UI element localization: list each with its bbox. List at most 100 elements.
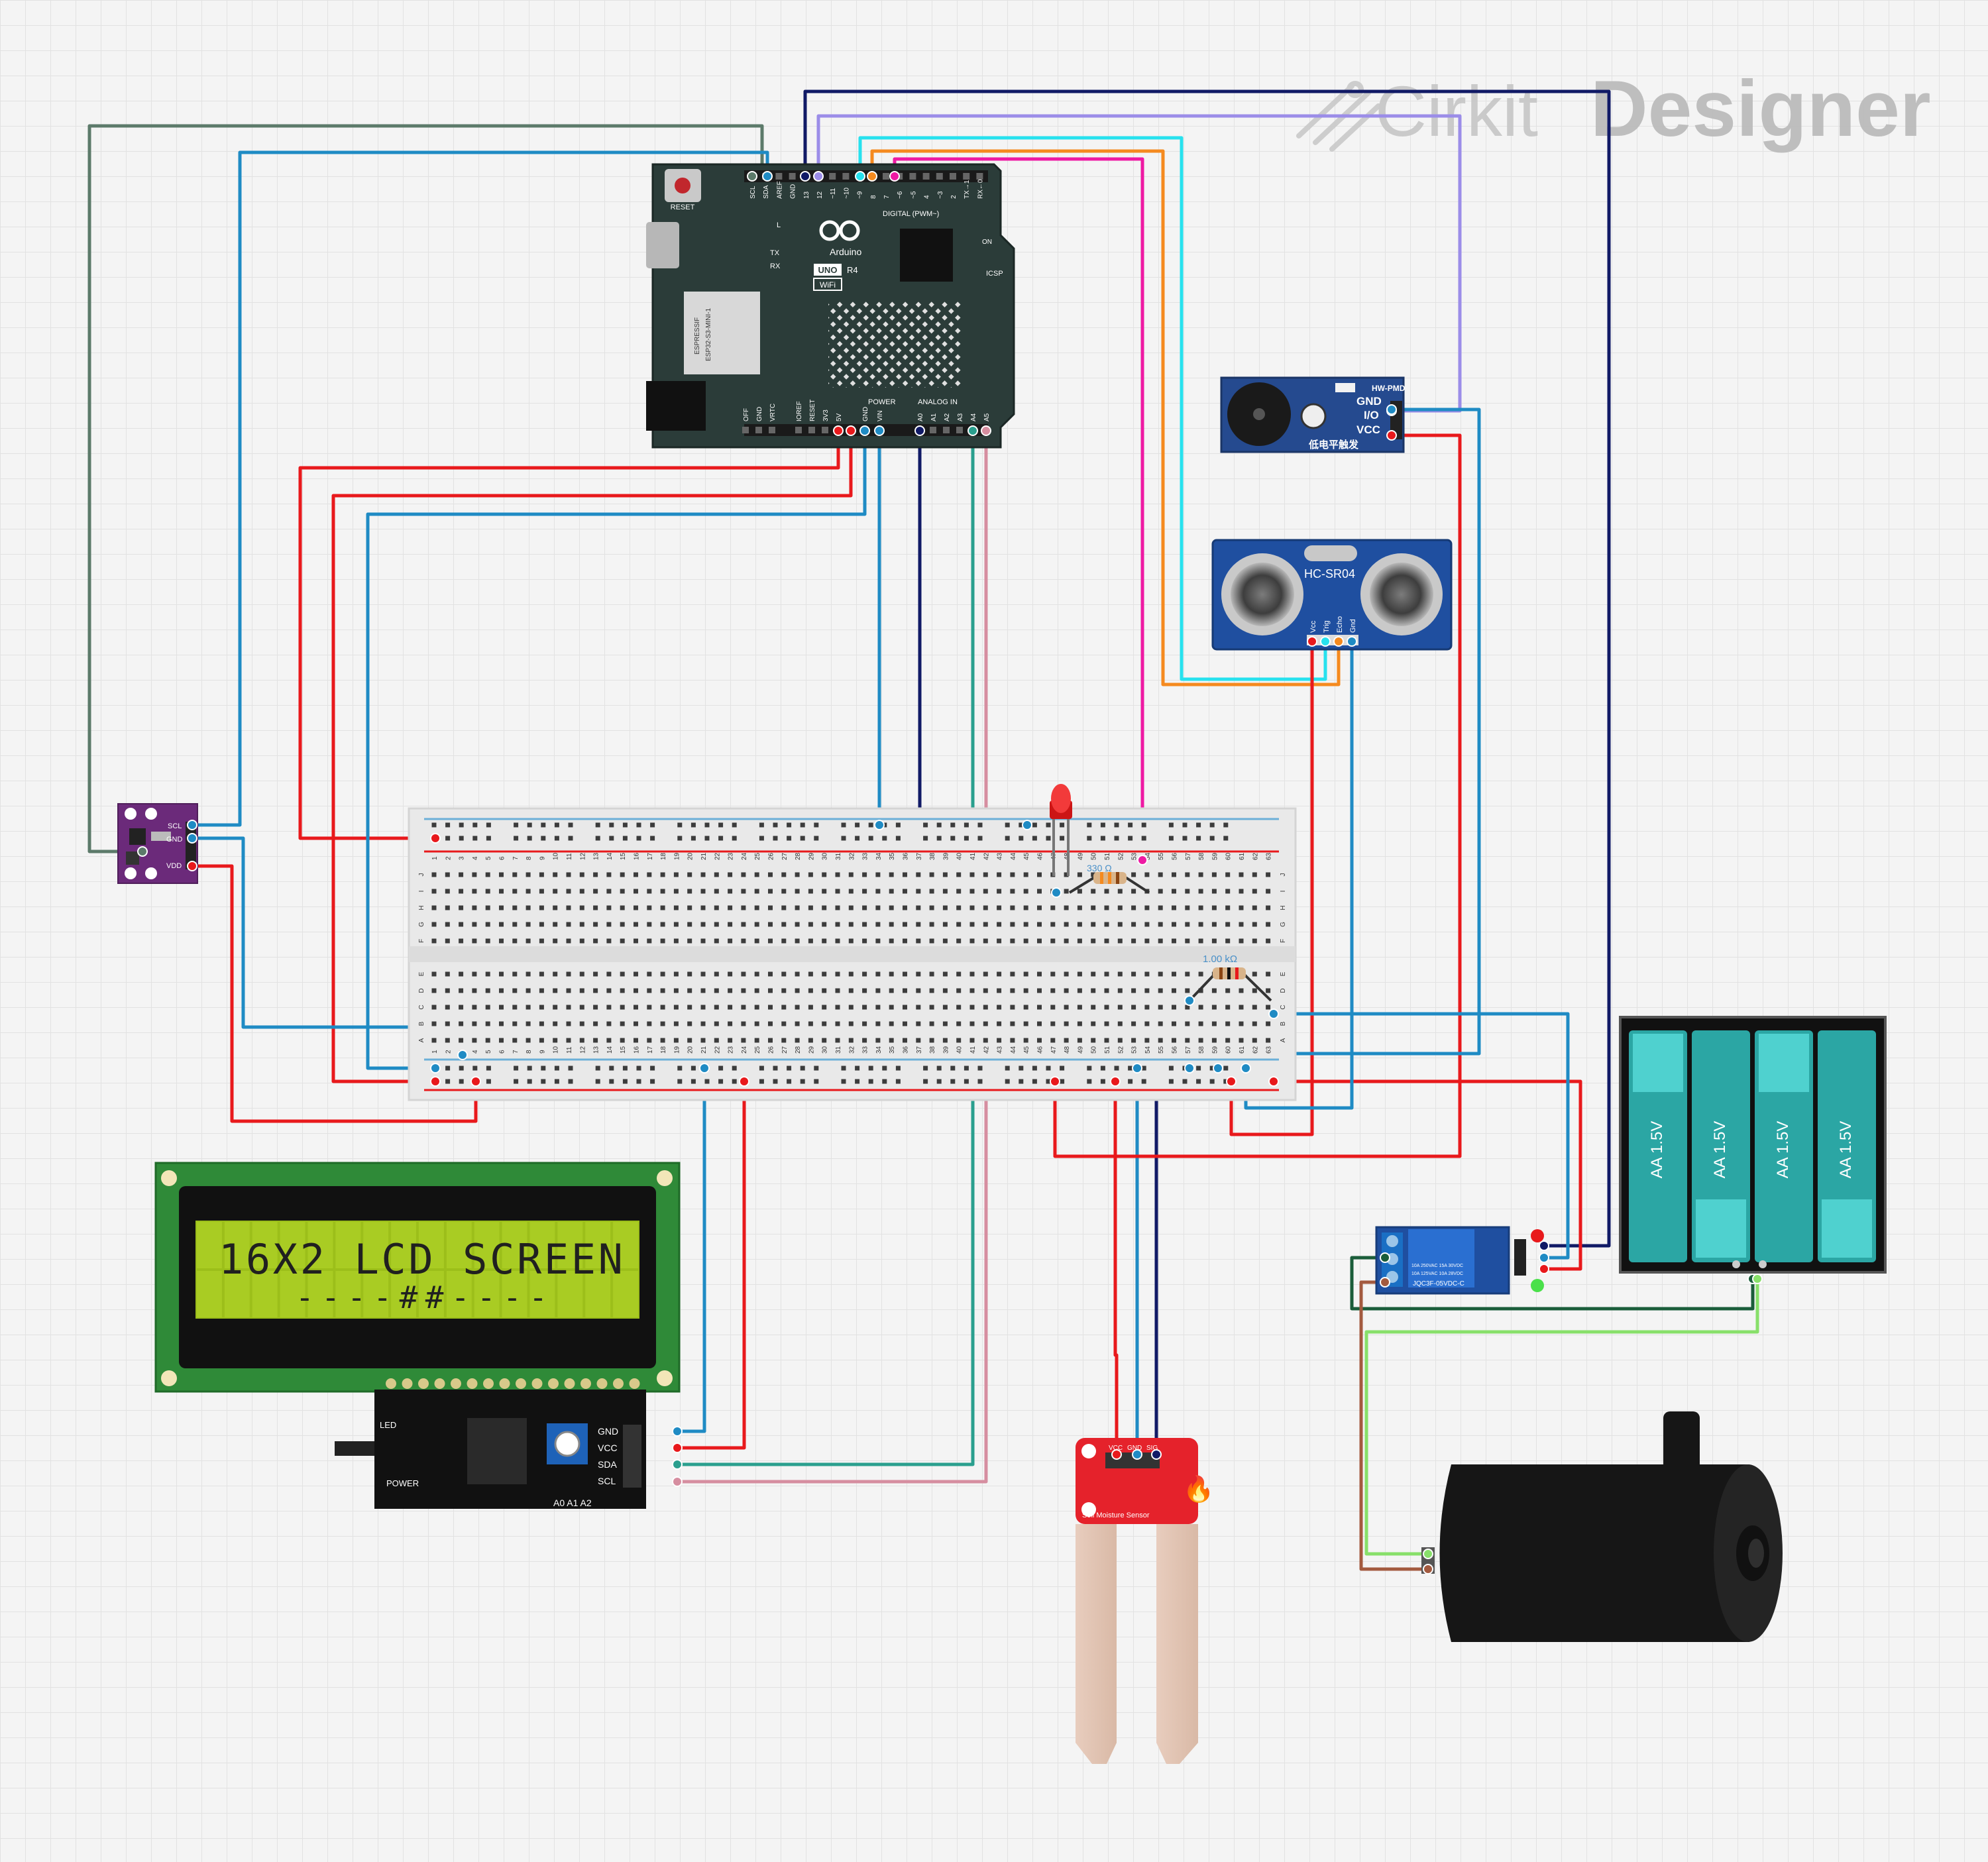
terminal-hole[interactable]: [781, 1038, 787, 1043]
terminal-hole[interactable]: [875, 1038, 881, 1043]
terminal-hole[interactable]: [1091, 1005, 1096, 1010]
terminal-hole[interactable]: [525, 872, 531, 877]
terminal-hole[interactable]: [822, 971, 827, 977]
arduino-pin-hole[interactable]: [822, 427, 828, 433]
terminal-hole[interactable]: [1023, 872, 1028, 877]
rail-hole[interactable]: [800, 836, 805, 841]
terminal-hole[interactable]: [889, 988, 894, 993]
terminal-hole[interactable]: [499, 905, 504, 910]
terminal-hole[interactable]: [714, 938, 719, 944]
terminal-hole[interactable]: [687, 1005, 692, 1010]
terminal-hole[interactable]: [781, 889, 787, 894]
terminal-hole[interactable]: [1064, 922, 1069, 927]
terminal-hole[interactable]: [634, 889, 638, 894]
terminal-hole[interactable]: [1266, 971, 1271, 977]
terminal-hole[interactable]: [1198, 905, 1203, 910]
terminal-hole[interactable]: [754, 1038, 759, 1043]
terminal-hole[interactable]: [1211, 1005, 1217, 1010]
terminal-hole[interactable]: [647, 922, 652, 927]
terminal-hole[interactable]: [862, 872, 867, 877]
terminal-hole[interactable]: [459, 1005, 464, 1010]
terminal-hole[interactable]: [660, 889, 665, 894]
rail-hole[interactable]: [1005, 1079, 1010, 1084]
terminal-hole[interactable]: [566, 1005, 571, 1010]
terminal-hole[interactable]: [1117, 1038, 1123, 1043]
terminal-hole[interactable]: [1252, 889, 1257, 894]
terminal-hole[interactable]: [1172, 922, 1176, 927]
rail-hole[interactable]: [1114, 836, 1119, 841]
rail-hole[interactable]: [814, 1079, 819, 1084]
rail-hole[interactable]: [445, 836, 451, 841]
terminal-hole[interactable]: [485, 922, 490, 927]
rail-hole[interactable]: [895, 822, 901, 828]
rail-hole[interactable]: [800, 1079, 805, 1084]
terminal-hole[interactable]: [808, 938, 813, 944]
rail-hole[interactable]: [1005, 836, 1010, 841]
terminal-hole[interactable]: [1104, 1005, 1109, 1010]
terminal-hole[interactable]: [835, 889, 840, 894]
terminal-hole[interactable]: [929, 1021, 934, 1026]
terminal-hole[interactable]: [445, 971, 450, 977]
arduino-pin-hole[interactable]: [922, 173, 930, 180]
terminal-hole[interactable]: [916, 872, 921, 877]
terminal-hole[interactable]: [539, 938, 544, 944]
terminal-hole[interactable]: [431, 938, 437, 944]
wire-endpoint[interactable]: [672, 1426, 683, 1437]
terminal-hole[interactable]: [1023, 905, 1028, 910]
rail-hole[interactable]: [1100, 836, 1105, 841]
terminal-hole[interactable]: [673, 905, 679, 910]
terminal-hole[interactable]: [903, 1005, 907, 1010]
terminal-hole[interactable]: [1077, 988, 1082, 993]
terminal-hole[interactable]: [714, 1038, 719, 1043]
wire-endpoint[interactable]: [187, 861, 197, 871]
wire-light-vdd[interactable]: [192, 864, 478, 1123]
terminal-hole[interactable]: [553, 905, 558, 910]
rail-hole[interactable]: [936, 836, 942, 841]
arduino-pin-hole[interactable]: [956, 427, 963, 433]
terminal-hole[interactable]: [1225, 905, 1231, 910]
rail-hole[interactable]: [1005, 1066, 1010, 1071]
terminal-hole[interactable]: [431, 1021, 437, 1026]
rail-hole[interactable]: [787, 836, 792, 841]
terminal-hole[interactable]: [889, 872, 894, 877]
terminal-hole[interactable]: [1037, 905, 1042, 910]
rail-hole[interactable]: [868, 836, 873, 841]
rail-hole[interactable]: [527, 836, 532, 841]
terminal-hole[interactable]: [579, 1038, 584, 1043]
terminal-hole[interactable]: [1225, 938, 1231, 944]
wire-endpoint[interactable]: [981, 425, 991, 436]
wire-5v-top[interactable]: [298, 431, 840, 840]
terminal-hole[interactable]: [1050, 1021, 1056, 1026]
wire-endpoint[interactable]: [1752, 1274, 1763, 1284]
terminal-hole[interactable]: [687, 889, 692, 894]
terminal-hole[interactable]: [472, 905, 477, 910]
terminal-hole[interactable]: [459, 1021, 464, 1026]
terminal-hole[interactable]: [848, 889, 854, 894]
rail-hole[interactable]: [1087, 822, 1092, 828]
rail-hole[interactable]: [677, 1079, 683, 1084]
terminal-hole[interactable]: [1239, 1038, 1244, 1043]
terminal-hole[interactable]: [1266, 1038, 1271, 1043]
terminal-hole[interactable]: [929, 938, 934, 944]
terminal-hole[interactable]: [929, 988, 934, 993]
terminal-hole[interactable]: [983, 1038, 988, 1043]
terminal-hole[interactable]: [647, 1038, 652, 1043]
terminal-hole[interactable]: [741, 971, 746, 977]
terminal-hole[interactable]: [1010, 938, 1015, 944]
terminal-hole[interactable]: [579, 988, 584, 993]
terminal-hole[interactable]: [795, 938, 800, 944]
terminal-hole[interactable]: [889, 905, 894, 910]
terminal-hole[interactable]: [916, 971, 921, 977]
wire-gnd-bottom[interactable]: [366, 431, 867, 1070]
terminal-hole[interactable]: [997, 938, 1002, 944]
rail-hole[interactable]: [718, 1079, 724, 1084]
rail-hole[interactable]: [977, 1066, 983, 1071]
terminal-hole[interactable]: [553, 1038, 558, 1043]
terminal-hole[interactable]: [459, 971, 464, 977]
terminal-hole[interactable]: [875, 1005, 881, 1010]
terminal-hole[interactable]: [835, 872, 840, 877]
red-led[interactable]: [1050, 784, 1072, 876]
terminal-hole[interactable]: [1144, 1021, 1150, 1026]
terminal-hole[interactable]: [512, 872, 518, 877]
terminal-hole[interactable]: [1131, 905, 1136, 910]
